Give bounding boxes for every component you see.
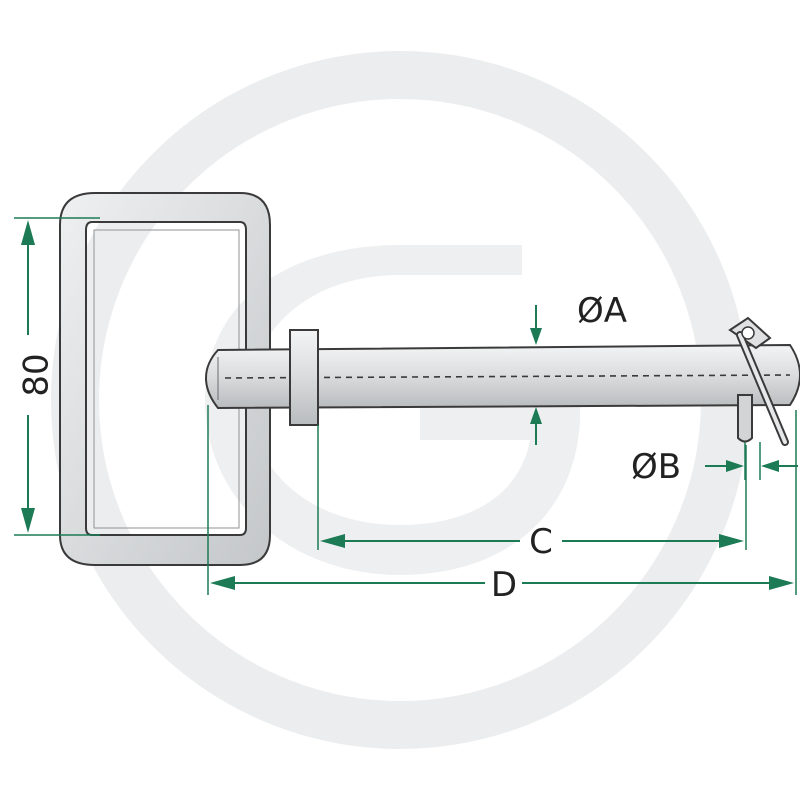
length-c-label: C xyxy=(529,522,553,562)
pin-collar xyxy=(289,329,319,426)
length-d-label: D xyxy=(491,565,517,605)
lynch-pin-clip xyxy=(728,316,789,446)
dimension-length-c xyxy=(317,425,747,550)
dimension-diameter-b xyxy=(705,442,798,480)
dimension-diameter-a xyxy=(530,305,542,445)
pin-shaft xyxy=(204,343,800,410)
diameter-a-label: ØA xyxy=(577,291,627,331)
dimension-length-d xyxy=(207,405,797,595)
diameter-b-label: ØB xyxy=(631,447,681,487)
height-label: 80 xyxy=(17,353,57,396)
dimension-height xyxy=(14,217,100,536)
height-label-bg xyxy=(10,335,46,415)
